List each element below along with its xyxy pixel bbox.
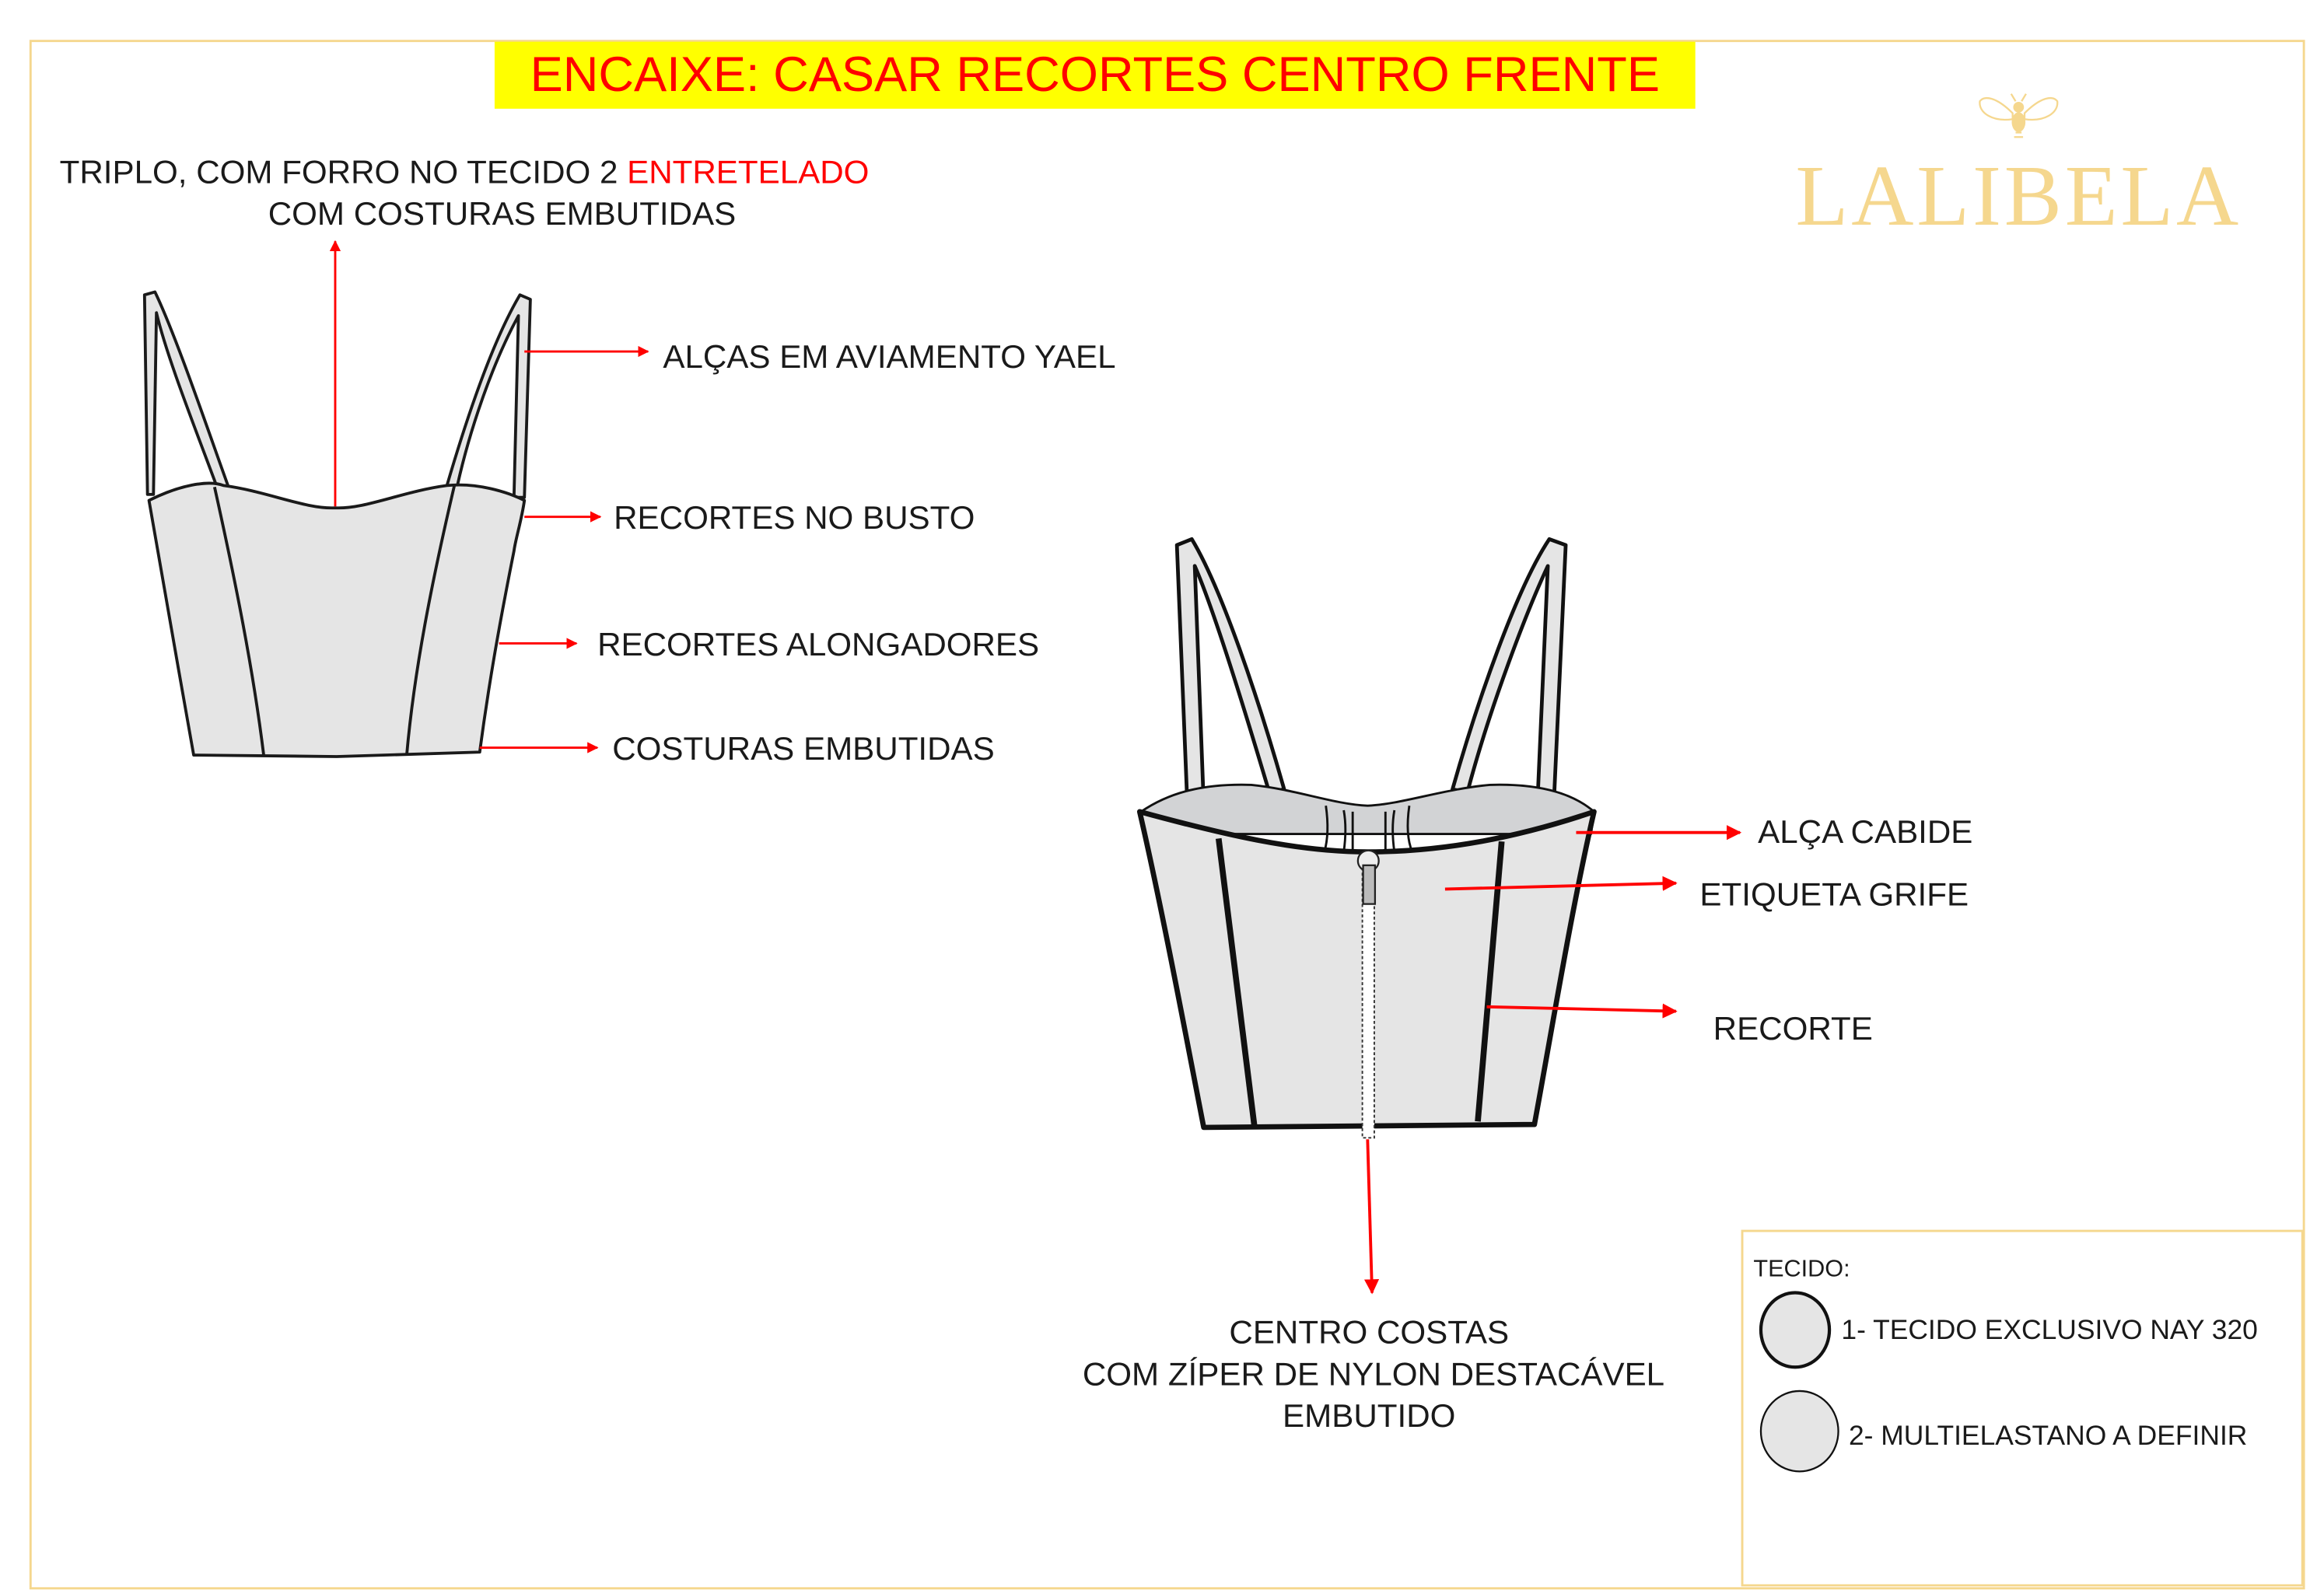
hanger-loop-label: ALÇA CABIDE: [1758, 813, 1972, 850]
back-left-seam: [1215, 837, 1258, 1127]
elongating-cuts-label: RECORTES ALONGADORES: [597, 626, 1039, 662]
bee-logo-icon: [1979, 93, 2059, 138]
fabric-1-label: 1- TECIDO EXCLUSIVO NAY 320: [1841, 1314, 2257, 1345]
right-seam: [405, 484, 457, 756]
construction-note-line2: COM COSTURAS EMBUTIDAS: [268, 195, 737, 232]
front-bustier-drawing: [142, 290, 532, 758]
back-right-strap: [1451, 537, 1568, 806]
zipper-icon: [1356, 849, 1380, 1139]
back-arrows: [1363, 825, 1742, 1295]
straps-label: ALÇAS EM AVIAMENTO YAEL: [663, 338, 1115, 375]
interfacing-highlight: ENTRETELADO: [627, 154, 869, 191]
embedded-label: EMBUTIDO: [1283, 1397, 1455, 1434]
inner-lining: [1139, 783, 1595, 836]
brand-logo: LALIBELA: [1796, 149, 2242, 244]
fabric-1-swatch-icon: [1759, 1291, 1832, 1369]
title-highlight: [494, 41, 1696, 109]
back-left-strap: [1174, 537, 1286, 806]
fabric-2-swatch-icon: [1759, 1390, 1839, 1473]
hidden-seams-label: COSTURAS EMBUTIDAS: [612, 730, 995, 767]
page-title: ENCAIXE: CASAR RECORTES CENTRO FRENTE: [530, 47, 1660, 102]
bust-cuts-label: RECORTES NO BUSTO: [614, 499, 975, 536]
construction-note-text: TRIPLO, COM FORRO NO TECIDO 2: [60, 154, 627, 191]
fabric-legend-heading: TECIDO:: [1753, 1255, 1850, 1281]
right-strap: [445, 293, 532, 499]
fabric-2-label: 2- MULTIELASTANO A DEFINIR: [1849, 1420, 2247, 1451]
left-strap: [142, 290, 229, 496]
center-back-label: CENTRO COSTAS: [1229, 1314, 1509, 1351]
brand-label-label: ETIQUETA GRIFE: [1699, 876, 1969, 913]
front-body: [147, 481, 527, 758]
construction-note: TRIPLO, COM FORRO NO TECIDO 2 ENTRETELAD…: [60, 154, 870, 191]
zipper-label: COM ZÍPER DE NYLON DESTACÁVEL: [1083, 1355, 1664, 1392]
left-seam: [212, 486, 265, 756]
front-arrows: [329, 239, 649, 753]
page-frame: [29, 40, 2305, 1590]
fabric-legend: TECIDO: 1- TECIDO EXCLUSIVO NAY 320 2- M…: [1741, 1229, 2304, 1587]
cut-label: RECORTE: [1713, 1010, 1873, 1047]
